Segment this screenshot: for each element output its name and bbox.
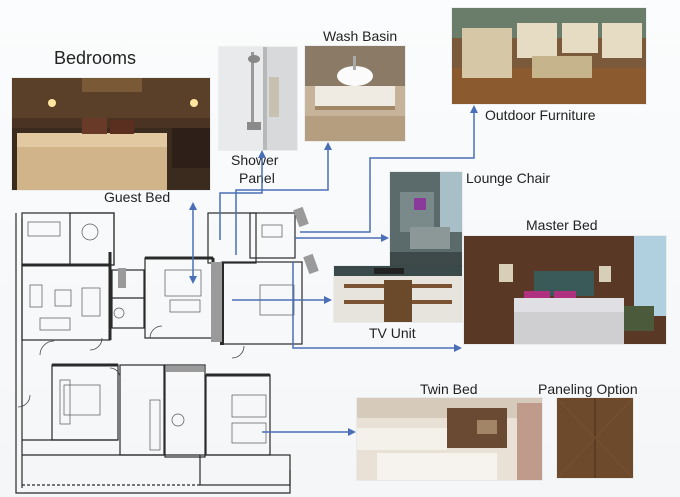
floor-plan-hatch	[118, 206, 319, 372]
master-bed-photo	[464, 236, 666, 344]
floor-plan-furniture	[27, 221, 295, 451]
floor-plan-walls	[15, 212, 303, 494]
shower-panel-photo	[219, 47, 297, 150]
outdoor-furniture-label: Outdoor Furniture	[485, 107, 596, 123]
paneling-option-photo	[557, 398, 633, 478]
shower-panel-label-line1: Shower	[231, 152, 279, 168]
paneling-option-label: Paneling Option	[538, 381, 638, 397]
twin-bed-photo	[357, 398, 542, 480]
master-bed-label: Master Bed	[526, 217, 598, 233]
shower-panel-label-line2: Panel	[239, 170, 275, 186]
guest-bed-label: Guest Bed	[104, 189, 171, 205]
tv-unit-label: TV Unit	[369, 325, 416, 341]
lounge-chair-photo	[390, 172, 462, 266]
floor-plan-doors	[17, 325, 245, 408]
wash-basin-photo	[305, 46, 405, 141]
twin-bed-label: Twin Bed	[420, 381, 478, 397]
lounge-chair-label: Lounge Chair	[466, 170, 551, 186]
guest-bedroom-photo	[12, 78, 210, 190]
outdoor-furniture-photo	[452, 8, 646, 104]
tv-unit-photo	[334, 266, 462, 322]
wash-basin-label: Wash Basin	[323, 28, 398, 44]
bedrooms-label: Bedrooms	[54, 48, 137, 68]
